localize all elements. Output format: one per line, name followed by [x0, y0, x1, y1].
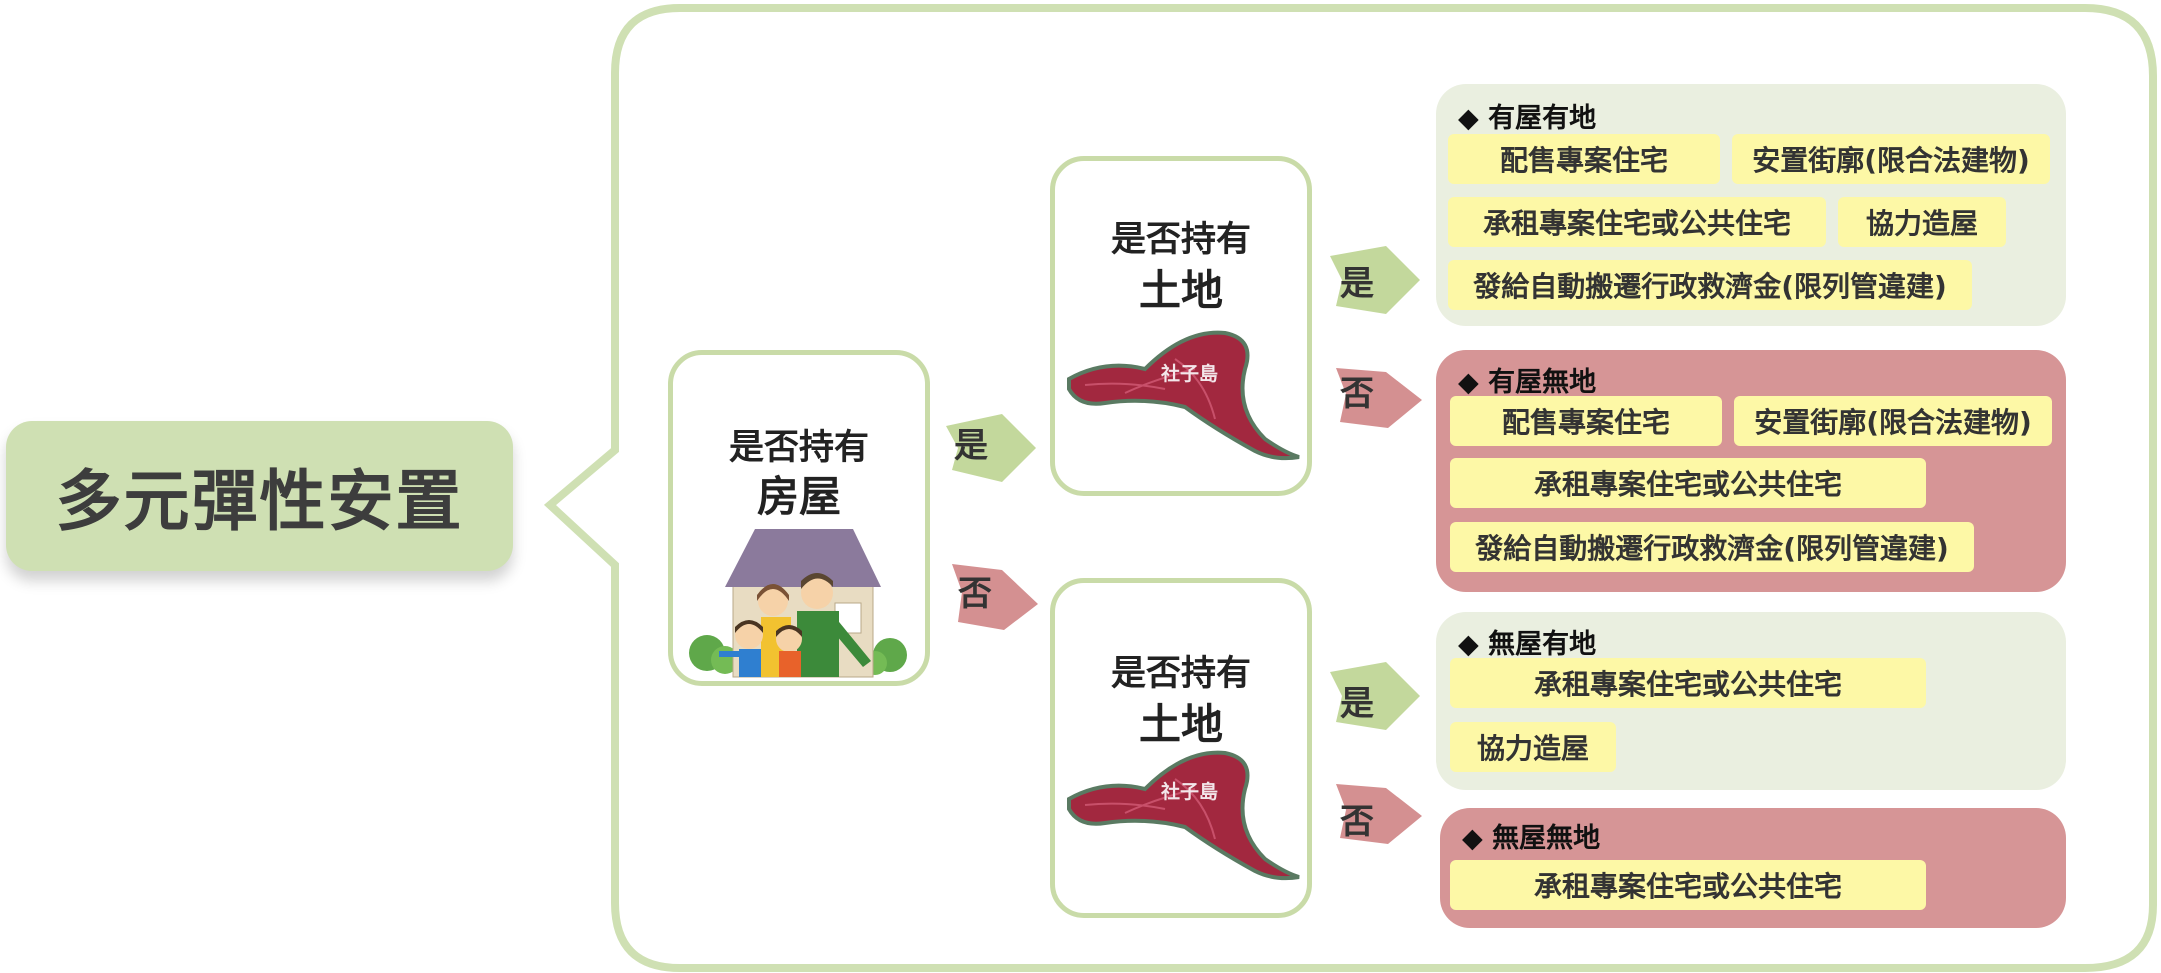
option-chip: 發給自動搬遷行政救濟金(限列管違建)	[1450, 522, 1974, 572]
result-panel-house-land: ◆ 有屋有地 配售專案住宅 安置街廓(限合法建物) 承租專案住宅或公共住宅 協力…	[1436, 84, 2066, 326]
panel-header: ◆ 有屋無地	[1458, 367, 1597, 398]
option-chip: 配售專案住宅	[1448, 134, 1720, 184]
option-chip: 承租專案住宅或公共住宅	[1450, 860, 1926, 910]
land-question-bottom-line2: 土地	[1138, 700, 1223, 749]
option-chip: 承租專案住宅或公共住宅	[1450, 658, 1926, 708]
label-house-no: 否	[958, 574, 992, 614]
label-bottom-yes: 是	[1340, 684, 1374, 724]
land-question-card-bottom: 是否持有 土地 社子島	[1050, 578, 1312, 918]
arrow-bottom-yes	[1330, 662, 1420, 730]
option-chip: 安置街廓(限合法建物)	[1732, 134, 2050, 184]
option-chip: 承租專案住宅或公共住宅	[1450, 458, 1926, 508]
island-map-label: 社子島	[1161, 363, 1219, 385]
label-house-yes: 是	[954, 426, 988, 466]
island-map-label: 社子島	[1161, 781, 1219, 803]
family-house-illustration	[689, 529, 907, 678]
panel-header: ◆ 無屋有地	[1458, 629, 1597, 660]
land-question-card-top: 是否持有 土地 社子島	[1050, 156, 1312, 496]
result-panel-nohouse-land: ◆ 無屋有地 承租專案住宅或公共住宅 協力造屋	[1436, 612, 2066, 790]
arrow-bottom-no	[1336, 784, 1422, 844]
arrow-house-yes	[946, 414, 1036, 482]
house-question-line2: 房屋	[756, 472, 841, 521]
page-title: 多元彈性安置	[55, 463, 464, 540]
option-chip: 協力造屋	[1450, 722, 1616, 772]
land-question-bottom-line1: 是否持有	[1110, 654, 1251, 694]
arrow-house-no	[952, 564, 1038, 630]
panel-header: ◆ 無屋無地	[1462, 823, 1601, 854]
land-question-top-line2: 土地	[1138, 266, 1223, 315]
land-question-top-line1: 是否持有	[1110, 220, 1251, 260]
house-question-card: 是否持有 房屋	[668, 350, 930, 686]
island-map-icon	[1067, 750, 1300, 881]
option-chip: 發給自動搬遷行政救濟金(限列管違建)	[1448, 260, 1972, 310]
option-chip: 協力造屋	[1838, 197, 2006, 247]
panel-header: ◆ 有屋有地	[1458, 103, 1597, 134]
label-top-no: 否	[1340, 374, 1374, 414]
arrow-top-yes	[1330, 246, 1420, 314]
arrow-top-no	[1336, 368, 1422, 428]
result-panel-nohouse-noland: ◆ 無屋無地 承租專案住宅或公共住宅	[1440, 808, 2066, 928]
label-top-yes: 是	[1340, 264, 1374, 304]
title-box: 多元彈性安置	[6, 421, 513, 571]
island-map-icon	[1067, 330, 1300, 461]
house-question-line1: 是否持有	[728, 428, 869, 468]
label-bottom-no: 否	[1340, 802, 1374, 842]
option-chip: 承租專案住宅或公共住宅	[1448, 197, 1826, 247]
result-panel-house-noland: ◆ 有屋無地 配售專案住宅 安置街廓(限合法建物) 承租專案住宅或公共住宅 發給…	[1436, 350, 2066, 592]
option-chip: 配售專案住宅	[1450, 396, 1722, 446]
option-chip: 安置街廓(限合法建物)	[1734, 396, 2052, 446]
